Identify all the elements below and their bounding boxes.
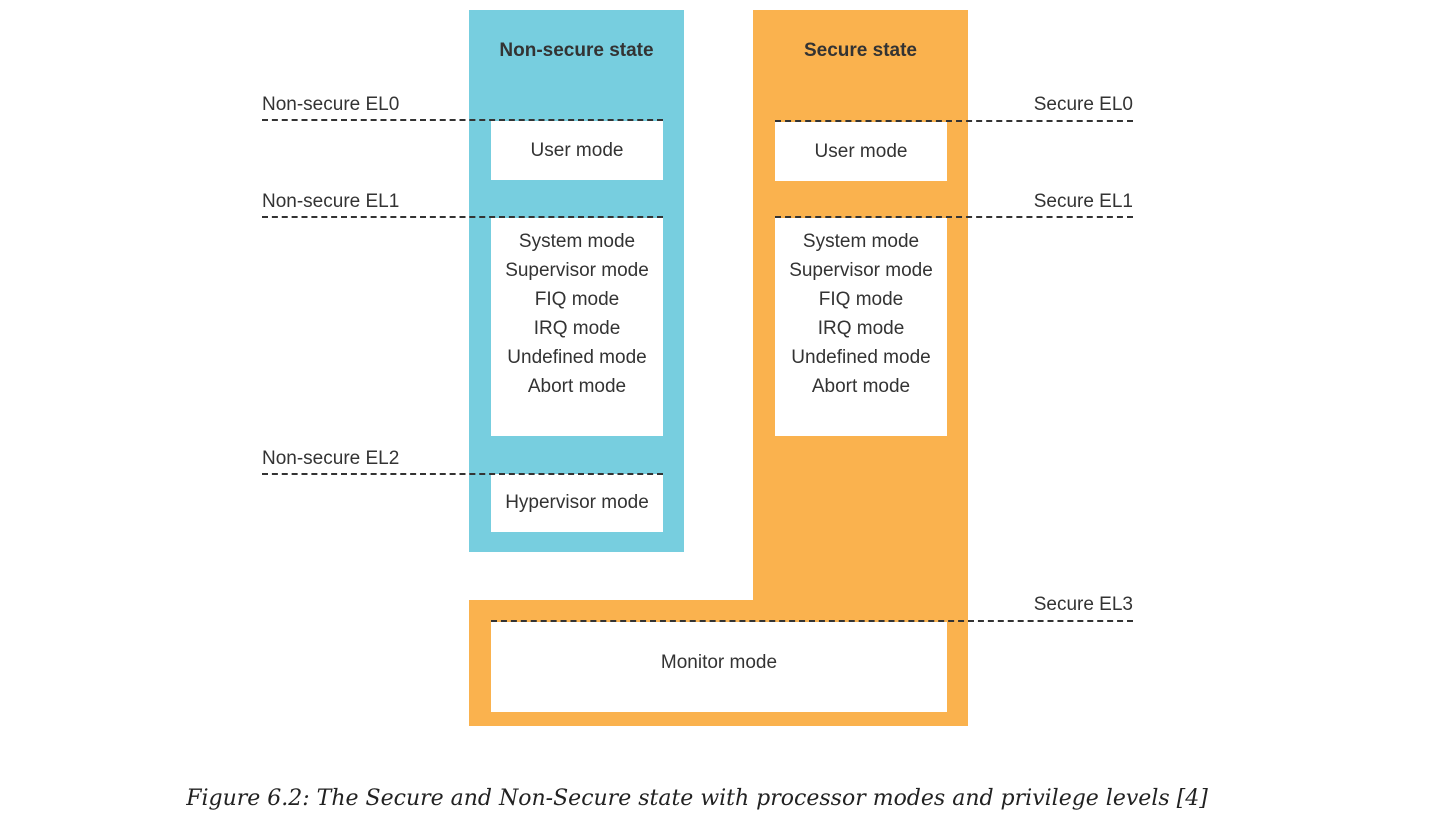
s-el1-mode: System mode (802, 231, 920, 252)
figure-caption: Figure 6.2: The Secure and Non-Secure st… (186, 786, 1208, 811)
s-el1-mode: Abort mode (811, 376, 911, 397)
s-el3-dashed-line (491, 620, 1133, 622)
s-el0-mode: User mode (814, 141, 908, 162)
ns-el1-mode: IRQ mode (533, 318, 621, 339)
s-el1-mode: FIQ mode (818, 289, 904, 310)
s-el3-box: Monitor mode (491, 622, 947, 712)
secure-state-title: Secure state (803, 40, 917, 61)
ns-el0-label: Non-secure EL0 (262, 94, 400, 115)
ns-el1-mode: System mode (518, 231, 636, 252)
ns-el1-mode: FIQ mode (534, 289, 620, 310)
s-el1-mode: IRQ mode (817, 318, 905, 339)
ns-el0-mode: User mode (530, 140, 624, 161)
s-el1-mode: Supervisor mode (789, 260, 933, 281)
ns-el1-box: System mode Supervisor mode FIQ mode IRQ… (491, 218, 663, 436)
ns-el2-mode: Hypervisor mode (505, 492, 649, 513)
s-el1-label: Secure EL1 (1033, 191, 1133, 212)
s-el1-box: System mode Supervisor mode FIQ mode IRQ… (775, 218, 947, 436)
ns-el1-mode: Abort mode (527, 376, 627, 397)
ns-el1-mode: Undefined mode (507, 347, 647, 368)
s-el3-label: Secure EL3 (1033, 594, 1133, 615)
ns-el2-label: Non-secure EL2 (262, 448, 400, 469)
s-el1-mode: Undefined mode (791, 347, 931, 368)
s-el1-dashed-line (775, 216, 1133, 218)
s-el0-label: Secure EL0 (1033, 94, 1133, 115)
ns-el1-dashed-line (262, 216, 663, 218)
s-el0-box: User mode (775, 122, 947, 181)
ns-el2-dashed-line (262, 473, 663, 475)
ns-el2-box: Hypervisor mode (491, 474, 663, 532)
ns-el0-box: User mode (491, 121, 663, 180)
ns-el1-label: Non-secure EL1 (262, 191, 400, 212)
s-el0-dashed-line (775, 120, 1133, 122)
s-el3-mode: Monitor mode (660, 652, 778, 673)
non-secure-state-title: Non-secure state (499, 40, 654, 61)
ns-el0-dashed-line (262, 119, 663, 121)
ns-el1-mode: Supervisor mode (505, 260, 649, 281)
